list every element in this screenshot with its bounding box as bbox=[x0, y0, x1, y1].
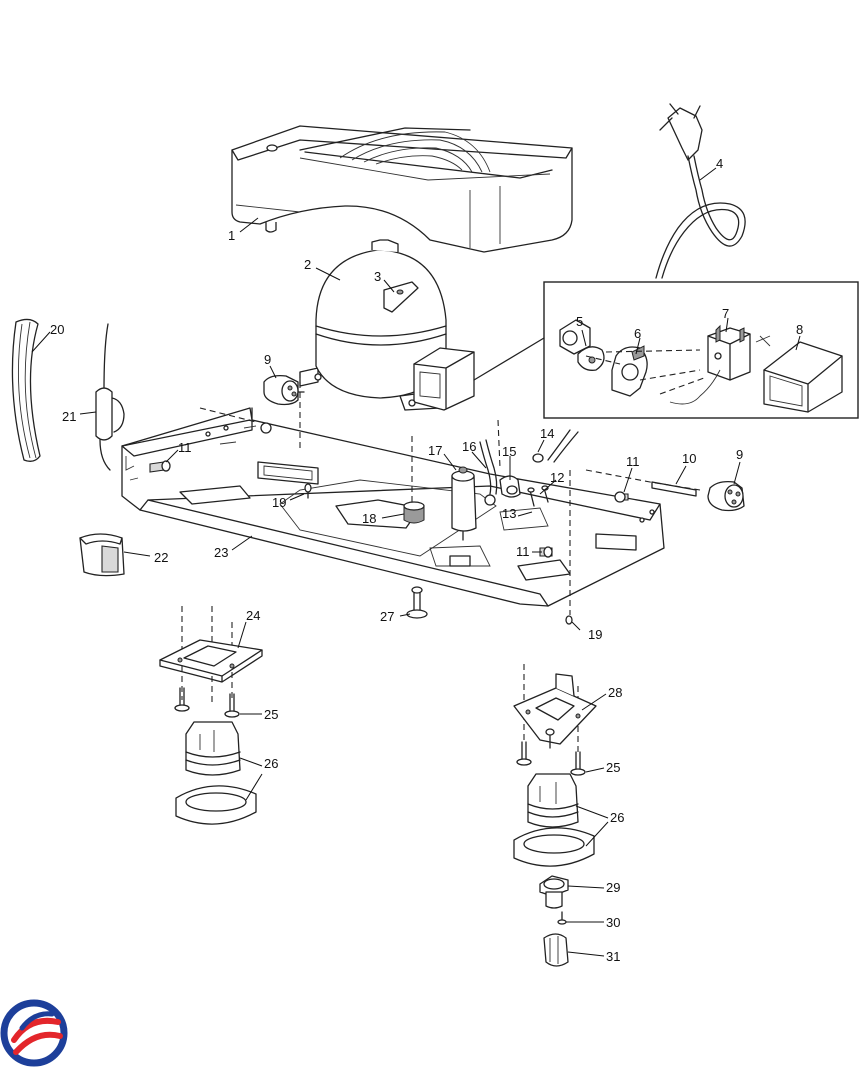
part-mount-plate-right bbox=[513, 673, 597, 749]
part-tube bbox=[11, 318, 41, 462]
callout-25-left: 25 bbox=[264, 707, 278, 722]
callout-17: 17 bbox=[428, 443, 442, 458]
callout-26-right: 26 bbox=[610, 810, 624, 825]
part-screws-25-left bbox=[174, 687, 240, 718]
callout-8: 8 bbox=[796, 322, 803, 337]
leader-lines bbox=[31, 167, 801, 957]
callout-21: 21 bbox=[62, 409, 76, 424]
callout-4: 4 bbox=[716, 156, 723, 171]
part-screws-19 bbox=[304, 483, 573, 625]
part-hose-fittings bbox=[479, 439, 544, 506]
callout-24: 24 bbox=[246, 608, 260, 623]
part-socket-left bbox=[175, 721, 257, 825]
part-sensor bbox=[95, 323, 125, 471]
callout-30: 30 bbox=[606, 915, 620, 930]
part-rod bbox=[651, 481, 697, 497]
callout-11-right: 11 bbox=[626, 454, 640, 469]
callout-29: 29 bbox=[606, 880, 620, 895]
callout-28: 28 bbox=[608, 685, 622, 700]
part-valve-29 bbox=[539, 875, 569, 909]
part-compressor bbox=[299, 239, 475, 411]
callout-20: 20 bbox=[50, 322, 64, 337]
callout-19-right: 19 bbox=[588, 627, 602, 642]
callout-12: 12 bbox=[550, 470, 564, 485]
part-knob-31 bbox=[543, 933, 569, 967]
part-power-cord bbox=[547, 103, 746, 463]
part-grommet bbox=[403, 501, 425, 524]
callout-10: 10 bbox=[682, 451, 696, 466]
callout-7: 7 bbox=[722, 306, 729, 321]
part-clip bbox=[79, 533, 125, 577]
callout-15: 15 bbox=[502, 444, 516, 459]
part-mount-plate-left bbox=[159, 639, 263, 683]
callout-14: 14 bbox=[540, 426, 554, 441]
callout-3: 3 bbox=[374, 269, 381, 284]
callout-5: 5 bbox=[576, 314, 583, 329]
part-screw-30 bbox=[557, 911, 567, 925]
callout-11-left: 11 bbox=[178, 440, 192, 455]
part-foot-left bbox=[263, 374, 305, 406]
callout-25-right: 25 bbox=[606, 760, 620, 775]
callout-16: 16 bbox=[462, 439, 476, 454]
callout-9-right: 9 bbox=[736, 447, 743, 462]
part-capacitor bbox=[451, 466, 477, 541]
callout-22: 22 bbox=[154, 550, 168, 565]
callout-31: 31 bbox=[606, 949, 620, 964]
callout-2: 2 bbox=[304, 257, 311, 272]
part-drip-tray bbox=[231, 125, 573, 253]
callout-27: 27 bbox=[380, 609, 394, 624]
part-screws-11 bbox=[149, 422, 629, 558]
inset-electrical-box bbox=[473, 281, 859, 419]
callout-labels: 1 2 3 4 5 6 7 8 9 9 10 11 11 11 12 13 14… bbox=[50, 156, 803, 964]
callout-19-left: 19 bbox=[272, 495, 286, 510]
callout-1: 1 bbox=[228, 228, 235, 243]
callout-13: 13 bbox=[502, 506, 516, 521]
callout-9-left: 9 bbox=[264, 352, 271, 367]
part-base-plate bbox=[121, 407, 665, 607]
callout-11-center: 11 bbox=[516, 544, 530, 559]
brand-logo bbox=[0, 999, 68, 1067]
callout-6: 6 bbox=[634, 326, 641, 341]
part-bolt-27 bbox=[406, 586, 428, 619]
part-foot-right bbox=[707, 480, 745, 512]
part-socket-right bbox=[513, 773, 595, 867]
callout-23: 23 bbox=[214, 545, 228, 560]
part-screws-25-right bbox=[516, 741, 586, 776]
callout-18: 18 bbox=[362, 511, 376, 526]
callout-26-left: 26 bbox=[264, 756, 278, 771]
